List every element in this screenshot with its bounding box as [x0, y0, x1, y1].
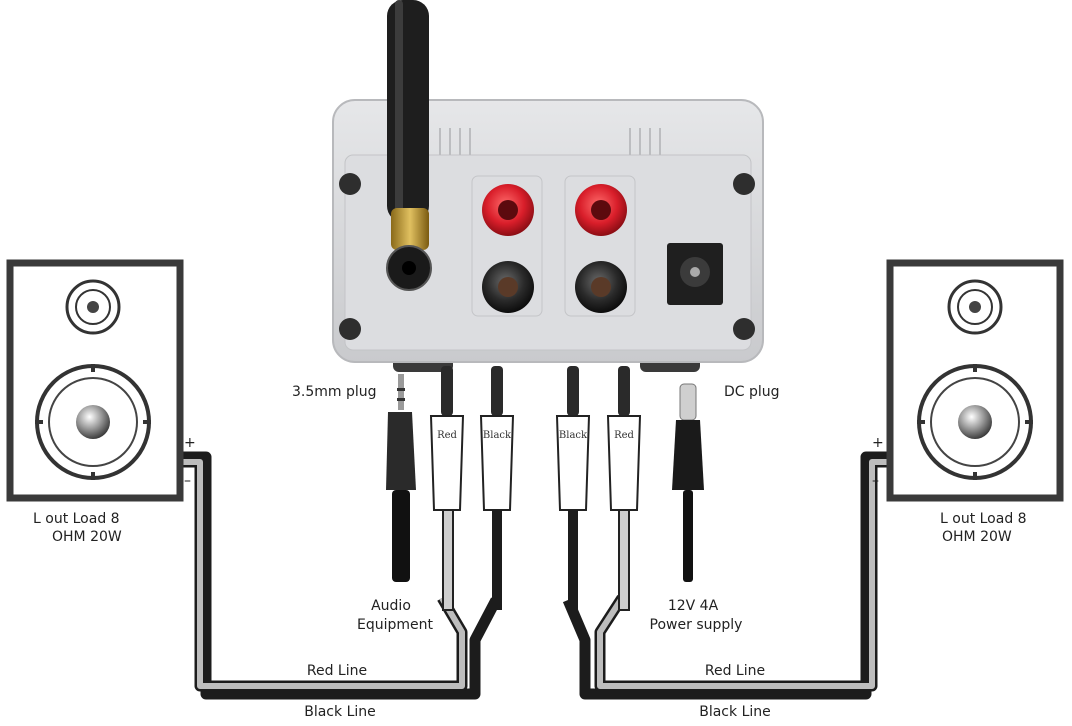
screw — [733, 318, 755, 340]
terminal-right-red — [575, 184, 627, 236]
left-speaker — [6, 259, 184, 502]
plug-red-right — [606, 366, 642, 611]
label-red-line-right: Red Line — [705, 663, 765, 679]
plug-black-left — [479, 366, 515, 610]
label-power-supply-1: 12V 4A — [668, 598, 719, 614]
label-audio-equipment-1: Audio — [371, 598, 411, 614]
label-left-speaker-1: L out Load 8 — [33, 511, 120, 527]
antenna — [387, 0, 429, 250]
label-black-line-right: Black Line — [699, 704, 771, 720]
label-right-speaker-2: OHM 20W — [942, 529, 1012, 545]
amplifier — [332, 99, 764, 372]
terminal-left-black — [482, 261, 534, 313]
label-red-line-left: Red Line — [307, 663, 367, 679]
plug-3-5mm — [386, 374, 416, 582]
label-audio-equipment-2: Equipment — [357, 617, 434, 633]
label-3-5mm-plug: 3.5mm plug — [292, 384, 377, 400]
right-plus-mark: + — [872, 435, 884, 451]
dc-input-jack — [667, 243, 723, 305]
right-minus-mark: – — [872, 473, 879, 489]
screw — [733, 173, 755, 195]
screw — [339, 318, 361, 340]
right-speaker-cable — [562, 451, 890, 700]
left-speaker-cable — [182, 451, 501, 700]
plug-red-left — [429, 366, 465, 611]
label-black-line-left: Black Line — [304, 704, 376, 720]
screw — [339, 173, 361, 195]
label-dc-plug: DC plug — [724, 384, 780, 400]
plug-label-black-right: Black — [559, 430, 588, 441]
terminal-right-black — [575, 261, 627, 313]
left-minus-mark: – — [184, 473, 191, 489]
plug-label-red-right: Red — [614, 430, 634, 441]
label-right-speaker-1: L out Load 8 — [940, 511, 1027, 527]
terminal-left-red — [482, 184, 534, 236]
right-speaker — [886, 259, 1064, 502]
plug-dc — [672, 383, 704, 582]
plug-black-right — [555, 366, 591, 610]
left-plus-mark: + — [184, 435, 196, 451]
label-power-supply-2: Power supply — [650, 617, 743, 633]
label-left-speaker-2: OHM 20W — [52, 529, 122, 545]
plug-label-black-left: Black — [483, 430, 512, 441]
plug-label-red-left: Red — [437, 430, 457, 441]
